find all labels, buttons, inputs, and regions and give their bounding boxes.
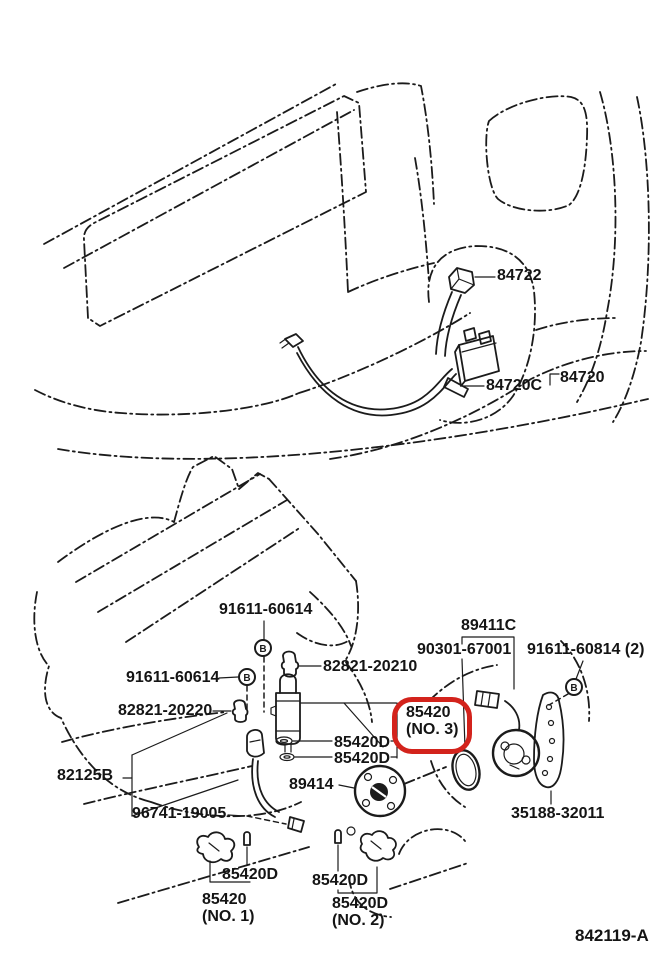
pump-motor-shape xyxy=(474,690,541,778)
part-label-35188-32011: 35188-32011 xyxy=(511,805,605,822)
svg-text:B: B xyxy=(570,683,577,694)
svg-text:B: B xyxy=(259,644,266,655)
part-label-85420d-mid2: 85420D xyxy=(334,750,391,767)
part-label-82821-20210: 82821-20210 xyxy=(323,658,418,675)
part-label-85420d-no2: 85420D(NO. 2) xyxy=(332,895,389,929)
part-label-96741-19005: 96741-19005 xyxy=(132,805,227,822)
part-label-85420d-bottomright: 85420D xyxy=(312,872,369,889)
bolt-symbol-left: B xyxy=(218,668,256,711)
part-label-91611-60814: 91611-60814 (2) xyxy=(527,641,645,658)
part-label-91611-60614-upper: 91611-60614 xyxy=(219,601,313,618)
part-label-91611-60614-left: 91611-60614 xyxy=(126,669,220,686)
part-label-82125b: 82125B xyxy=(57,767,114,784)
washer-jar-no1-shape xyxy=(196,831,251,883)
packing-orings-shape xyxy=(275,736,333,762)
bolt-symbol-upper: B xyxy=(254,620,272,713)
plate-shape xyxy=(338,764,407,818)
engine-outline xyxy=(33,455,591,918)
clock-switch-shape xyxy=(448,267,496,294)
wiring-harness-shape xyxy=(279,291,462,417)
part-label-84720: 84720 xyxy=(560,369,605,386)
part-label-89411c: 89411C xyxy=(461,617,517,634)
receiver-ecu-shape xyxy=(443,327,560,398)
part-label-82821-20220: 82821-20220 xyxy=(118,702,213,719)
part-label-85420-no3: 85420(NO. 3) xyxy=(406,704,459,738)
grommet-left-shape xyxy=(212,699,249,723)
bolt-symbol-right: B xyxy=(548,660,584,706)
washer-jar-no2-shape xyxy=(334,826,397,894)
assy-bracket-lines xyxy=(461,636,515,690)
part-label-89414: 89414 xyxy=(289,776,334,793)
part-label-85420-no1: 85420(NO. 1) xyxy=(202,891,255,925)
dashboard-outline xyxy=(34,82,650,460)
svg-text:B: B xyxy=(243,673,250,684)
diagram-code: 842119-A xyxy=(575,926,649,945)
part-label-85420d-bottomleft: 85420D xyxy=(222,866,279,883)
jar-bracket-lines xyxy=(122,712,239,817)
part-label-84720c: 84720C xyxy=(486,377,543,394)
level-switch-shape xyxy=(227,729,305,833)
highlight-ring xyxy=(392,697,472,754)
part-label-85420d-mid1: 85420D xyxy=(334,734,391,751)
part-label-84722: 84722 xyxy=(497,267,542,284)
grommet-upper-shape xyxy=(280,650,322,678)
pump-bracket-shape xyxy=(533,691,565,805)
part-label-90301-67001: 90301-67001 xyxy=(417,641,512,658)
